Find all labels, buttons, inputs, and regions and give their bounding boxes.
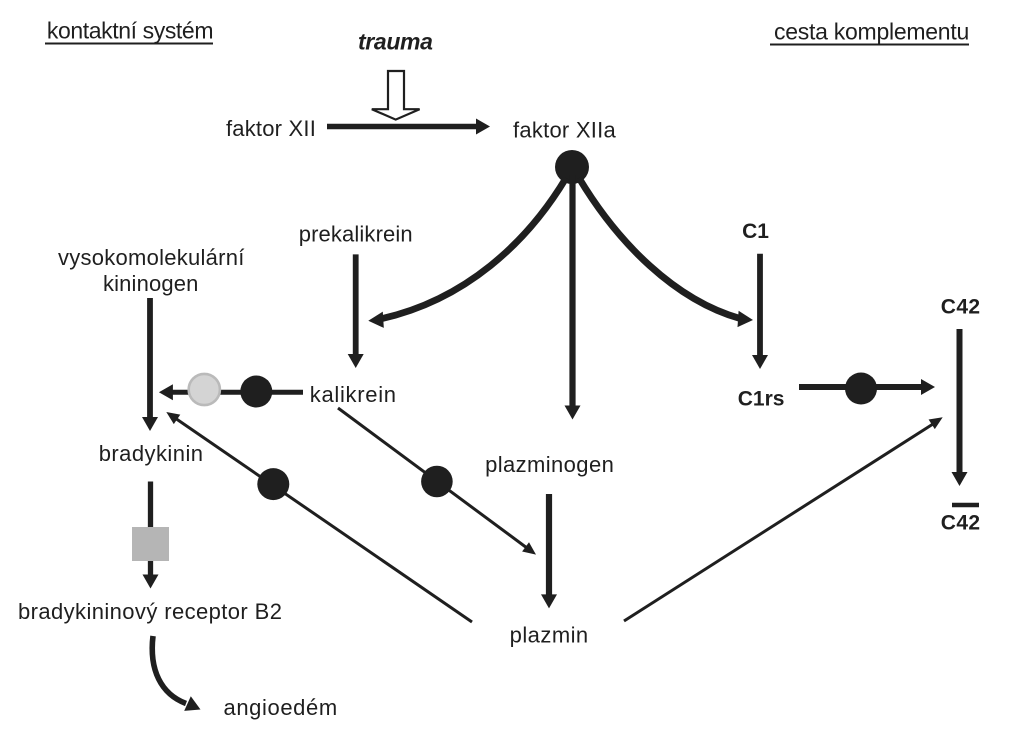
svg-text:C1: C1 <box>742 220 769 243</box>
svg-text:plazmin: plazmin <box>510 622 589 647</box>
svg-text:C1rs: C1rs <box>738 388 785 411</box>
svg-text:kontaktní systém: kontaktní systém <box>47 18 213 44</box>
svg-text:faktor XIIa: faktor XIIa <box>513 118 617 143</box>
svg-text:plazminogen: plazminogen <box>485 452 614 477</box>
svg-text:kininogen: kininogen <box>103 271 199 296</box>
svg-text:cesta komplementu: cesta komplementu <box>774 18 969 44</box>
svg-text:C42: C42 <box>941 295 981 318</box>
svg-text:kalikrein: kalikrein <box>310 382 397 407</box>
svg-text:prekalikrein: prekalikrein <box>299 222 413 247</box>
svg-text:vysokomolekulární: vysokomolekulární <box>58 245 245 270</box>
svg-text:bradykininový receptor B2: bradykininový receptor B2 <box>18 599 282 624</box>
svg-text:faktor XII: faktor XII <box>226 116 316 141</box>
svg-text:bradykinin: bradykinin <box>99 441 204 466</box>
svg-text:trauma: trauma <box>358 29 433 55</box>
svg-text:C42: C42 <box>941 512 981 535</box>
svg-text:angioedém: angioedém <box>224 695 338 720</box>
